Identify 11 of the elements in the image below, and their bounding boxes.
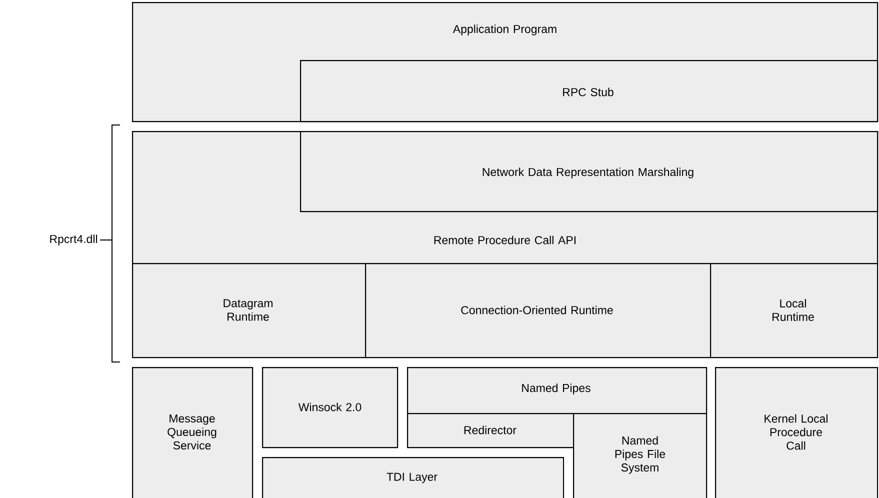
layer-box: TDI Layer <box>262 457 564 498</box>
layer-box: Local Runtime <box>710 263 878 358</box>
layer-box: Network Data Representation Marshaling <box>300 131 878 212</box>
layer-box: Kernel Local Procedure Call <box>715 367 878 498</box>
layer-box: Winsock 2.0 <box>262 367 398 448</box>
layer-box: RPC Stub <box>300 60 878 122</box>
layer-box: Named Pipes File System <box>573 413 708 498</box>
layer-box: Redirector <box>407 413 574 448</box>
dll-label: Rpcrt4.dll <box>50 234 98 246</box>
layer-box: Message Queueing Service <box>132 367 254 498</box>
layer-box: Datagram Runtime <box>132 263 366 358</box>
